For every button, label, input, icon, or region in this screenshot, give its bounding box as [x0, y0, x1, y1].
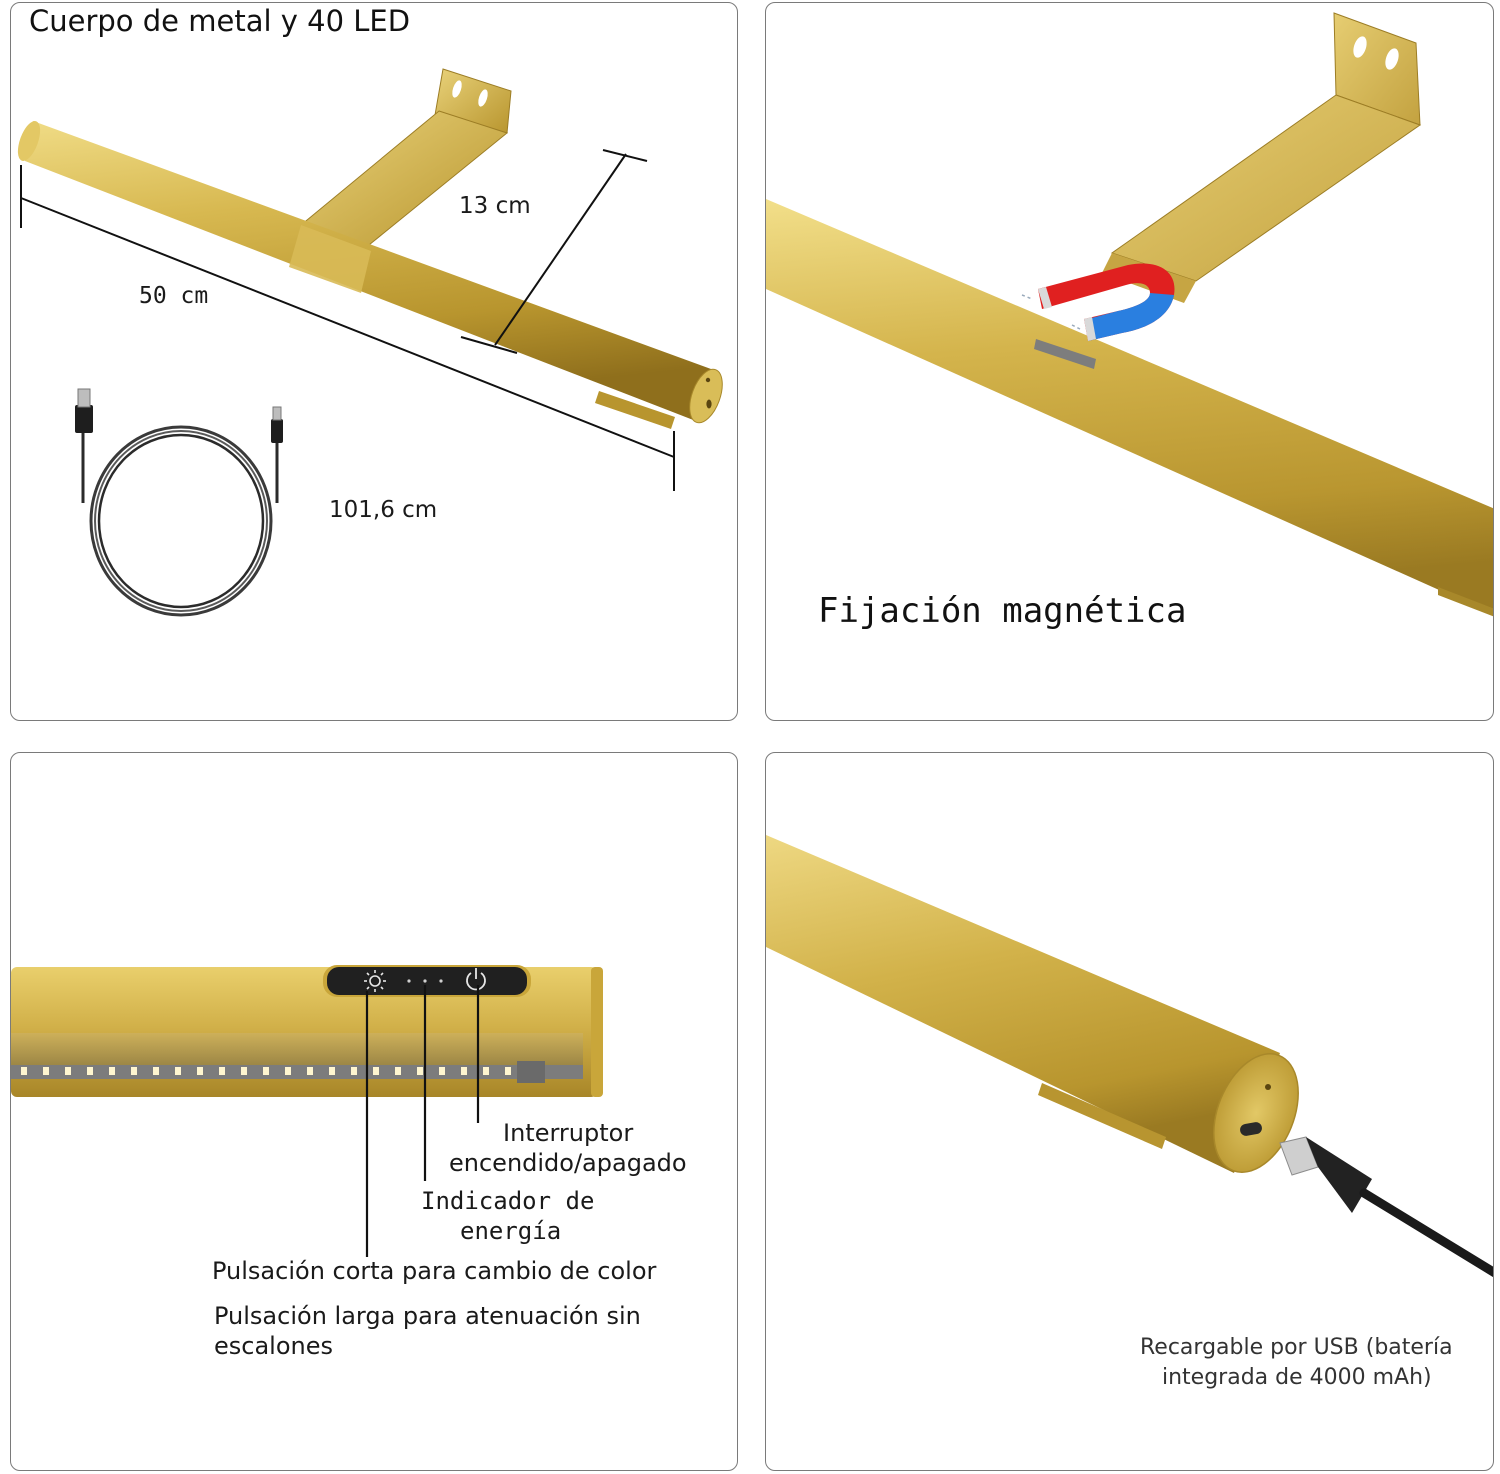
usb-cable-icon: [75, 388, 283, 617]
touch-control-panel: [323, 965, 531, 997]
panel-usb-charging: Recargable por USB (batería integrada de…: [765, 752, 1494, 1471]
indicator-label-line1: Indicador de: [421, 1187, 595, 1215]
short-press-label: Pulsación corta para cambio de color: [212, 1257, 657, 1285]
indicator-label-line2: energía: [460, 1217, 562, 1245]
switch-label-line2: encendido/apagado: [449, 1149, 687, 1177]
magnetic-caption: Fijación magnética: [818, 591, 1187, 631]
touch-control-illustration: [11, 965, 603, 1257]
lamp-tube: [766, 835, 1299, 1173]
long-press-label-line2: escalones: [214, 1332, 334, 1360]
power-icon: [466, 968, 486, 991]
length-dimension-label: 50 cm: [139, 283, 209, 309]
usb-caption-line2: integrada de 4000 mAh): [1162, 1365, 1432, 1390]
panel-magnetic-mount: Fijación magnética: [765, 2, 1494, 721]
magnetic-mount-illustration: [766, 12, 1493, 617]
lamp-tube: [17, 121, 723, 429]
switch-label-line1: Interruptor: [503, 1119, 634, 1147]
lamp-tube: [766, 199, 1493, 617]
panel-metal-body: Cuerpo de metal y 40 LED 13 cm 50 cm 101…: [10, 2, 738, 721]
magnet-icon: [1021, 263, 1175, 341]
lamp-tube: [11, 967, 603, 1097]
usb-caption-line1: Recargable por USB (batería: [1140, 1335, 1453, 1360]
wall-bracket: [299, 68, 512, 246]
dimension-lines: [20, 149, 675, 491]
leader-lines: [365, 985, 480, 1257]
lamp-dimension-illustration: [17, 68, 723, 617]
long-press-label-line1: Pulsación larga para atenuación sin: [214, 1302, 641, 1330]
cable-length-label: 101,6 cm: [329, 497, 438, 523]
brightness-icon: [364, 970, 386, 992]
wall-bracket: [1102, 12, 1422, 303]
usb-charging-illustration: [766, 835, 1493, 1278]
usb-c-plug-icon: [1279, 1136, 1493, 1278]
panel-touch-controls: Interruptor encendido/apagado Indicador …: [10, 752, 738, 1471]
depth-dimension-label: 13 cm: [459, 193, 531, 219]
power-indicator-dots: [407, 979, 443, 983]
panel-title: Cuerpo de metal y 40 LED: [29, 4, 411, 38]
